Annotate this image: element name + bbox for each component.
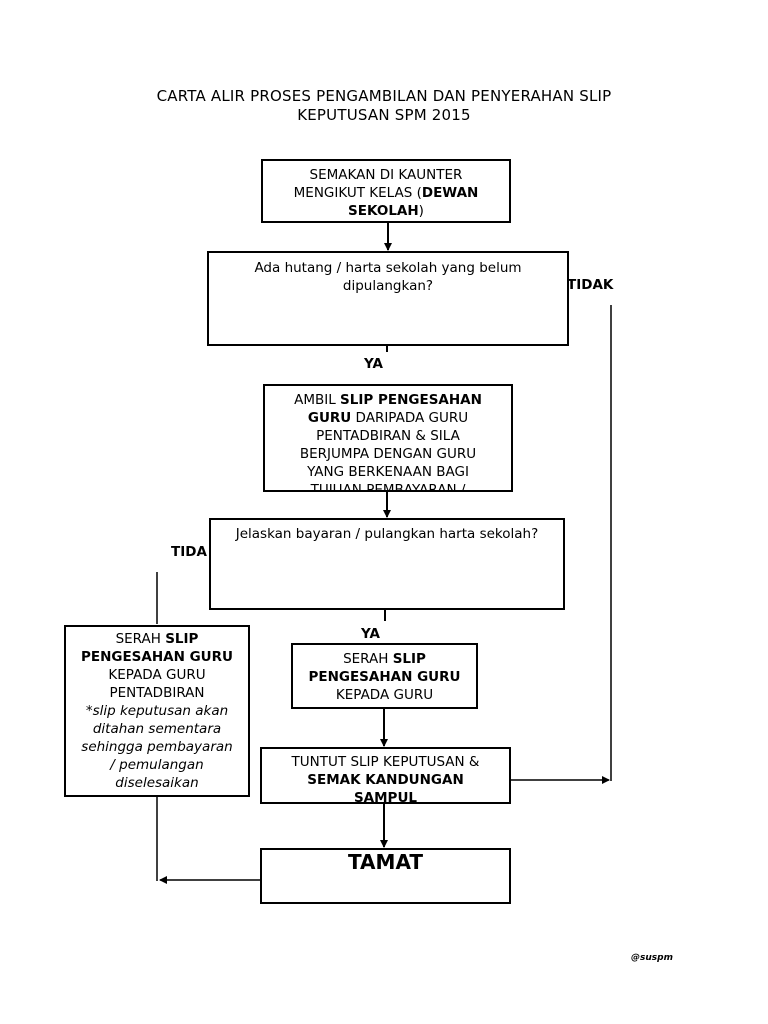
box4-line1: Jelaskan bayaran / pulangkan harta sekol… [235,526,539,542]
tamat-label: TAMAT [347,850,424,874]
box5-line1a: SERAH [343,651,393,667]
chart-title-line1: CARTA ALIR PROSES PENGAMBILAN DAN PENYER… [156,87,612,105]
box2-line2: dipulangkan? [342,278,434,294]
box1-line3b: ) [418,203,424,219]
box2-line1: Ada hutang / harta sekolah yang belum [254,260,522,276]
box3-line6: TUJUAN PEMBAYARAN / [310,482,466,492]
box1-line2b: DEWAN [421,185,479,201]
box3-line2b: DARIPADA GURU [351,410,469,426]
box-tamat: TAMAT [260,848,511,904]
box6-line4: PENTADBIRAN [109,685,205,701]
box7-line3: SAMPUL [353,790,418,804]
box1-line3a: SEKOLAH [348,203,419,219]
box-tuntut-slip: TUNTUT SLIP KEPUTUSAN & SEMAK KANDUNGAN … [260,747,511,804]
box3-line1b: SLIP PENGESAHAN [340,392,482,408]
box3-line1a: AMBIL [294,392,341,408]
box3-line5: YANG BERKENAAN BAGI [307,464,469,480]
box3-line2a: GURU [307,410,352,426]
box6-line1b: SLIP [165,631,199,647]
chart-title-line2: KEPUTUSAN SPM 2015 [297,106,471,124]
box1-line1: SEMAKAN DI KAUNTER [309,167,463,183]
box3-line4: BERJUMPA DENGAN GURU [299,446,477,462]
box6-line1a: SERAH [115,631,166,647]
box5-line3: KEPADA GURU [335,687,434,703]
box7-line2: SEMAK KANDUNGAN [307,772,464,788]
box7-line1: TUNTUT SLIP KEPUTUSAN & [291,754,480,770]
credit-text: @suspm [631,953,673,963]
label-tidak-2: TIDA [171,544,207,560]
box6-line5: *slip keputusan akan [85,703,229,719]
box6-line3: KEPADA GURU [108,667,206,683]
box6-line7: sehingga pembayaran [81,739,233,755]
box-jelaskan-bayaran: Jelaskan bayaran / pulangkan harta sekol… [209,518,565,610]
box-serah-slip-kepada-guru: SERAH SLIP PENGESAHAN GURU KEPADA GURU [291,643,478,709]
label-ya-1: YA [364,356,383,372]
box-ambil-slip: AMBIL SLIP PENGESAHAN GURU DARIPADA GURU… [263,384,513,492]
box5-line1b: SLIP [392,651,426,667]
box-semakan-kaunter: SEMAKAN DI KAUNTER MENGIKUT KELAS (DEWAN… [261,159,511,223]
box5-line2: PENGESAHAN GURU [308,669,461,685]
box6-line6: ditahan sementara [92,721,222,737]
box3-line3: PENTADBIRAN & SILA [316,428,460,444]
box6-line8: / pemulangan [110,757,204,773]
box-ada-hutang: Ada hutang / harta sekolah yang belum di… [207,251,569,346]
label-ya-2: YA [361,626,380,642]
box-serah-slip-guru-pentadbiran: SERAH SLIP PENGESAHAN GURU KEPADA GURU P… [64,625,250,797]
box6-line2: PENGESAHAN GURU [80,649,234,665]
box1-line2a: MENGIKUT KELAS ( [293,185,422,201]
label-tidak-1: TIDAK [567,277,614,293]
box6-line9: diselesaikan [115,775,199,791]
